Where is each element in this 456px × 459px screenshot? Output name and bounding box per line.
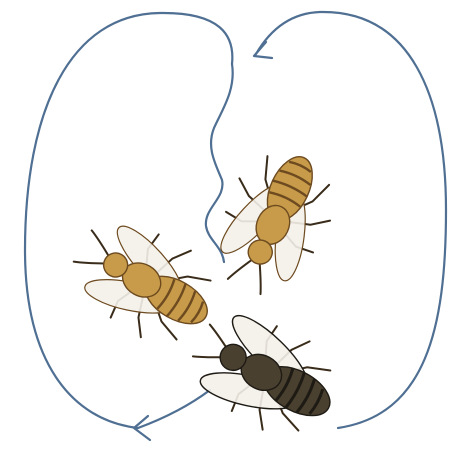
- follower-bee-left: [58, 203, 231, 361]
- follower-bee-right: [199, 137, 350, 308]
- arrowhead-top-right: [254, 42, 272, 58]
- center-waggle-path-lower: [138, 390, 210, 428]
- left-loop-path: [25, 13, 232, 428]
